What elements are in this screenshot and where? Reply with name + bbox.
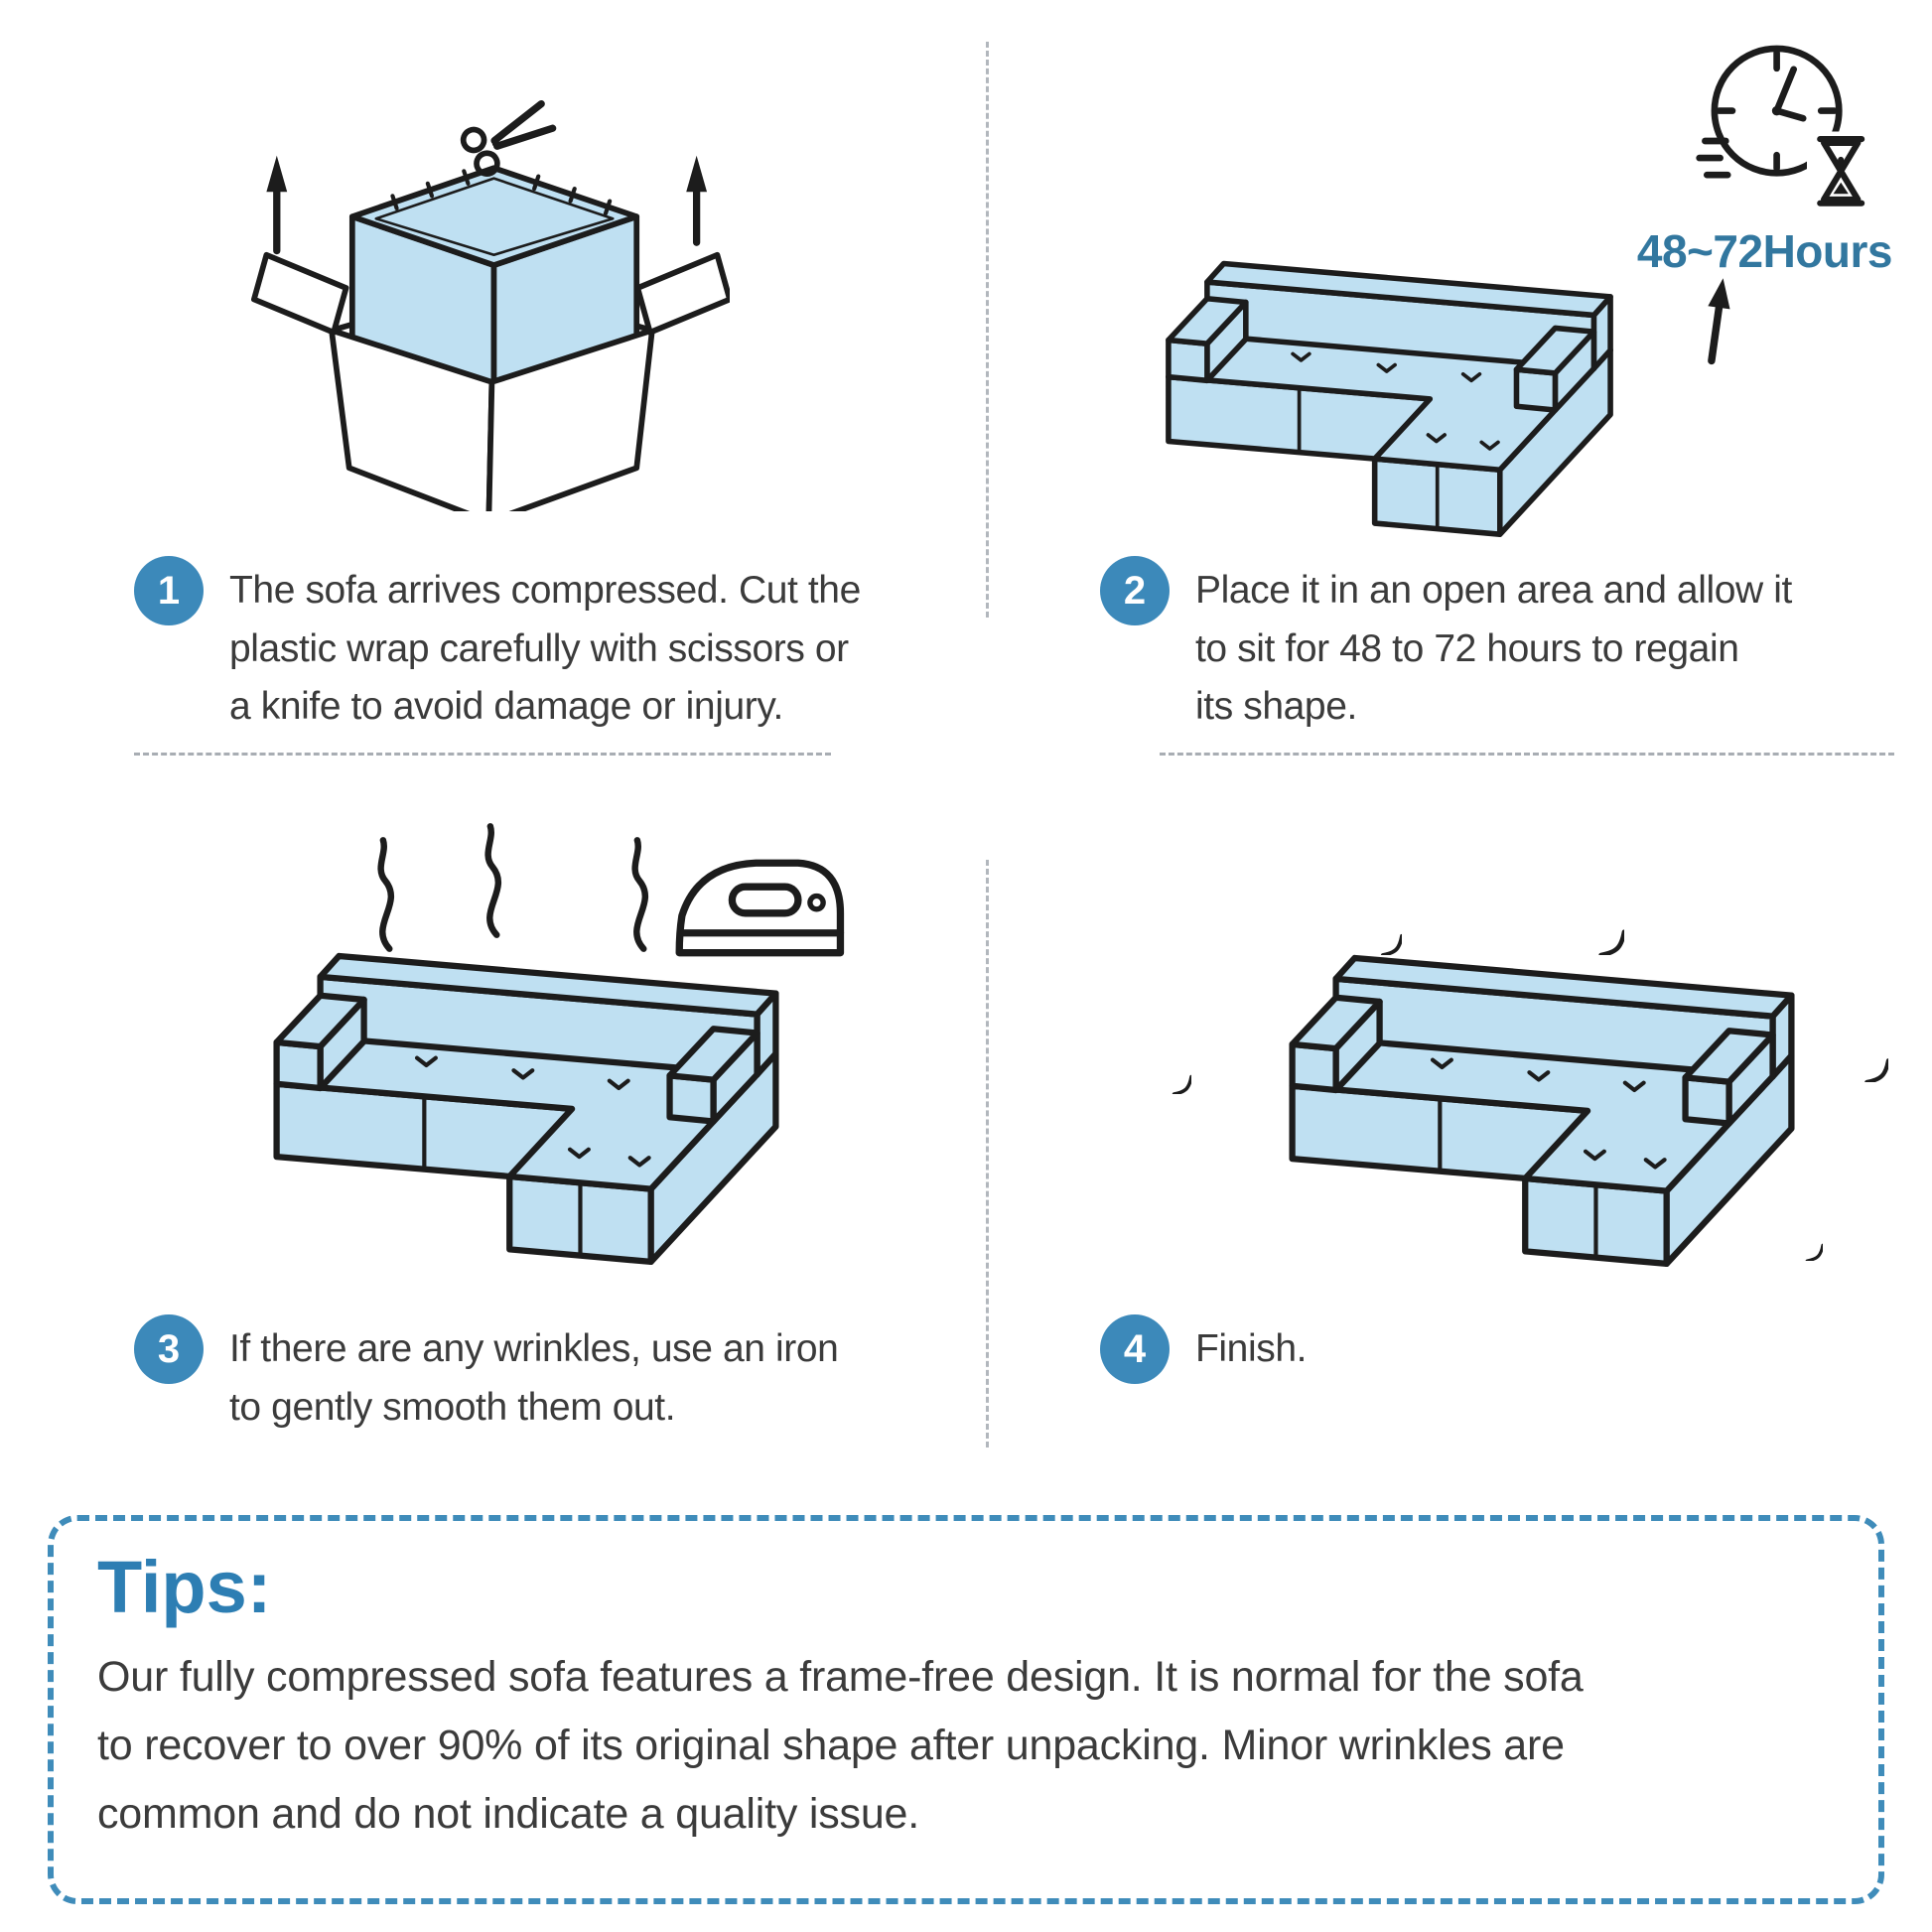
steam-icon [631,837,648,952]
sparkle-icon [1356,909,1402,955]
step-number-badge: 4 [1100,1314,1170,1384]
dashed-divider-horizontal [1160,753,1894,756]
step-3-caption: 3 If there are any wrinkles, use an iron… [134,1314,839,1437]
step-3-text: If there are any wrinkles, use an iron t… [229,1327,839,1429]
sparkle-icon [1569,899,1624,955]
tips-heading: Tips: [97,1546,272,1628]
duration-label: 48~72Hours [1636,225,1893,277]
sofa-illustration [1219,894,1864,1310]
plastic-wrap-ticks [390,169,613,216]
steam-icon [377,837,394,952]
dashed-divider-horizontal [134,753,831,756]
dashed-divider-vertical [986,42,989,618]
step-number-badge: 2 [1100,556,1170,625]
arrow-up-icon [1708,278,1730,365]
step-number-badge: 1 [134,556,204,625]
arrow-up-icon [266,155,708,255]
clock-icon [1696,45,1875,211]
step-2-caption: 2 Place it in an open area and allow it … [1100,556,1792,737]
tips-box: Tips: Our fully compressed sofa features… [48,1515,1884,1904]
step-1-caption: 1 The sofa arrives compressed. Cut the p… [134,556,861,737]
sofa-illustration [1104,207,1675,575]
step-4-caption: 4 Finish. [1100,1314,1308,1384]
step-1-text: The sofa arrives compressed. Cut the pla… [229,569,861,728]
cardboard-box [251,251,730,511]
step-4-text: Finish. [1195,1327,1308,1370]
iron-icon [675,859,845,957]
sparkle-icon [1150,1052,1191,1094]
tips-body-text: Our fully compressed sofa features a fra… [97,1653,1584,1838]
steam-icon [484,823,501,938]
compressed-sofa-in-box-illustration [251,100,730,511]
sparkle-icon [1785,1223,1823,1261]
step-2-text: Place it in an open area and allow it to… [1195,569,1792,728]
hourglass-icon [1807,131,1875,211]
sparkle-icon [1837,1031,1888,1082]
dashed-divider-vertical [986,860,989,1448]
step-number-badge: 3 [134,1314,204,1384]
scissors-icon [460,100,557,177]
